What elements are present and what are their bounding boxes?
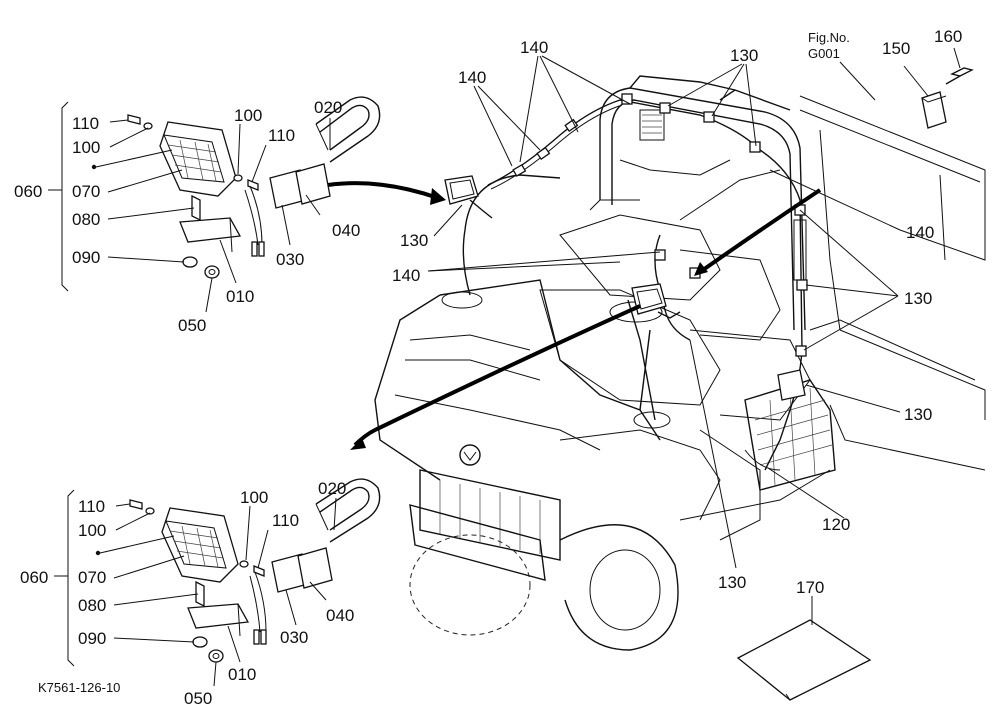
work-lamp-assembly-top <box>48 96 381 313</box>
label-020-bottom: 020 <box>318 479 346 498</box>
label-140-right: 140 <box>906 223 934 242</box>
label-070-bottom: 070 <box>78 568 106 587</box>
label-100-top-b: 100 <box>234 106 262 125</box>
label-140-a: 140 <box>520 38 548 57</box>
label-110-bottom: 110 <box>78 497 105 516</box>
callout-labels: 110 100 100 110 020 070 060 080 040 030 … <box>14 27 962 708</box>
label-090-top: 090 <box>72 248 100 267</box>
label-100-bottom-b: 100 <box>240 488 268 507</box>
label-080-bottom: 080 <box>78 596 106 615</box>
misc-parts <box>736 47 974 701</box>
label-090-bottom: 090 <box>78 629 106 648</box>
label-050-top: 050 <box>178 316 206 335</box>
wire-harness <box>444 93 808 471</box>
label-030-bottom: 030 <box>280 628 308 647</box>
label-060-top: 060 <box>14 182 42 201</box>
drawing-code: K7561-126-10 <box>38 680 120 695</box>
label-110-top-b: 110 <box>268 126 295 145</box>
fig-number-label: Fig.No. <box>808 30 850 45</box>
label-160: 160 <box>934 27 962 46</box>
label-070-top: 070 <box>72 182 100 201</box>
label-080-top: 080 <box>72 210 100 229</box>
label-060-bottom: 060 <box>20 568 48 587</box>
label-130-top: 130 <box>730 46 758 65</box>
label-040-bottom: 040 <box>326 606 354 625</box>
label-140-c: 140 <box>392 266 420 285</box>
fig-number-code: G001 <box>808 46 840 61</box>
label-030-top: 030 <box>276 250 304 269</box>
label-130-bottom: 130 <box>718 573 746 592</box>
label-100-top: 100 <box>72 138 100 157</box>
utility-vehicle-drawing <box>374 75 986 651</box>
label-050-bottom: 050 <box>184 689 212 708</box>
label-010-bottom: 010 <box>228 665 256 684</box>
label-010-top: 010 <box>226 287 254 306</box>
label-100-bottom: 100 <box>78 521 106 540</box>
label-130-right-a: 130 <box>904 289 932 308</box>
work-lamp-assembly-bottom <box>54 478 381 687</box>
label-170: 170 <box>796 578 824 597</box>
label-120: 120 <box>822 515 850 534</box>
label-110-top: 110 <box>72 114 99 133</box>
label-040-top: 040 <box>332 221 360 240</box>
label-140-b: 140 <box>458 68 486 87</box>
callout-leaders <box>427 55 901 569</box>
label-110-bottom-b: 110 <box>272 511 299 530</box>
label-020-top: 020 <box>314 98 342 117</box>
label-150: 150 <box>882 39 910 58</box>
label-130-left: 130 <box>400 231 428 250</box>
label-130-right-b: 130 <box>904 405 932 424</box>
assembly-arrows <box>327 181 822 450</box>
